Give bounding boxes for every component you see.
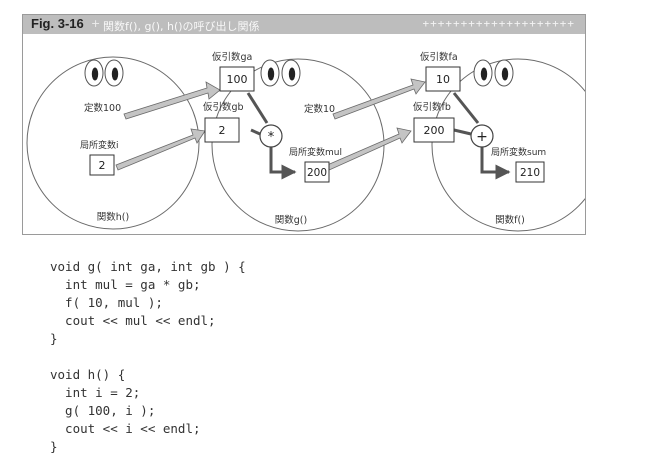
multiply-operator: * — [268, 130, 275, 145]
f-const10-label: 定数10 — [304, 103, 335, 115]
function-g-name: 関数g() — [275, 214, 307, 226]
figure-title: 関数f(), g(), h()の呼び出し関係 — [103, 20, 260, 33]
f-param-fa-label: 仮引数fa — [420, 51, 458, 63]
figure-label: Fig. 3-16 — [31, 16, 84, 31]
code-line: cout << mul << endl; — [50, 313, 216, 328]
g-local-mul-box — [304, 161, 330, 183]
function-h-name: 関数h() — [97, 211, 129, 223]
function-g-eyes-icon — [260, 59, 301, 87]
h-local-i-label: 局所変数i — [80, 139, 119, 151]
add-operator-circle — [470, 124, 494, 148]
code-line: int i = 2; — [50, 385, 141, 400]
f-param-fa-value: 10 — [436, 73, 450, 86]
f-local-sum-label: 局所変数sum — [491, 146, 546, 158]
code-line: cout << i << endl; — [50, 421, 201, 436]
f-local-sum-value: 210 — [520, 167, 540, 179]
f-param-fa-box — [425, 66, 461, 92]
figure-3-16: Fig. 3-16 + 関数f(), g(), h()の呼び出し関係 +++++… — [22, 14, 586, 235]
flow-ga-to-multiply — [246, 92, 269, 124]
f-param-fb-label: 仮引数fb — [413, 101, 451, 113]
g-param-gb-box — [204, 117, 240, 143]
function-h-eyes-icon — [84, 59, 124, 87]
header-plus-separator: + — [91, 17, 101, 30]
code-listing: void g( int ga, int gb ) { int mul = ga … — [50, 258, 246, 456]
code-line: } — [50, 331, 58, 346]
code-line: f( 10, mul ); — [50, 295, 163, 310]
code-line: void g( int ga, int gb ) { — [50, 259, 246, 274]
flow-gb-to-multiply — [250, 128, 261, 136]
arrow-const10-to-fa — [332, 78, 426, 120]
arrow-mul-to-fb — [324, 127, 412, 172]
h-local-i-box — [89, 154, 115, 176]
arrow-const100-to-ga — [123, 81, 221, 120]
flow-fb-to-add — [453, 128, 472, 136]
function-f-name: 関数f() — [495, 214, 525, 226]
code-line: int mul = ga * gb; — [50, 277, 201, 292]
call-diagram: * + 定数100 局所変数i 2 関数h() 仮引数ga 100 仮引数gb … — [26, 51, 585, 232]
code-line: g( 100, i ); — [50, 403, 156, 418]
f-param-fb-value: 200 — [424, 124, 445, 137]
g-param-gb-value: 2 — [219, 124, 226, 137]
g-local-mul-label: 局所変数mul — [289, 146, 342, 158]
figure-header: Fig. 3-16 + 関数f(), g(), h()の呼び出し関係 +++++… — [23, 15, 585, 34]
function-f-eyes-icon — [473, 59, 514, 87]
g-param-ga-box — [219, 66, 255, 92]
flow-fa-to-add — [452, 92, 480, 124]
g-local-mul-value: 200 — [307, 167, 327, 179]
code-line: } — [50, 439, 58, 454]
function-f-circle — [431, 58, 585, 232]
g-param-ga-value: 100 — [227, 73, 248, 86]
g-param-gb-label: 仮引数gb — [203, 101, 244, 113]
function-h-circle — [26, 56, 200, 230]
f-local-sum-box — [515, 161, 545, 183]
code-line — [50, 348, 246, 366]
g-param-ga-label: 仮引数ga — [212, 51, 252, 63]
f-param-fb-box — [413, 117, 455, 143]
header-decoration: ++++++++++++++++++++ — [422, 17, 575, 30]
multiply-operator-circle — [259, 124, 283, 148]
arrow-i-to-gb — [115, 128, 206, 171]
h-local-i-value: 2 — [99, 159, 106, 172]
h-const100-label: 定数100 — [84, 102, 121, 114]
code-line: void h() { — [50, 367, 126, 382]
flow-add-to-sum — [480, 146, 511, 180]
add-operator: + — [476, 129, 488, 145]
flow-multiply-to-mul — [269, 146, 297, 180]
